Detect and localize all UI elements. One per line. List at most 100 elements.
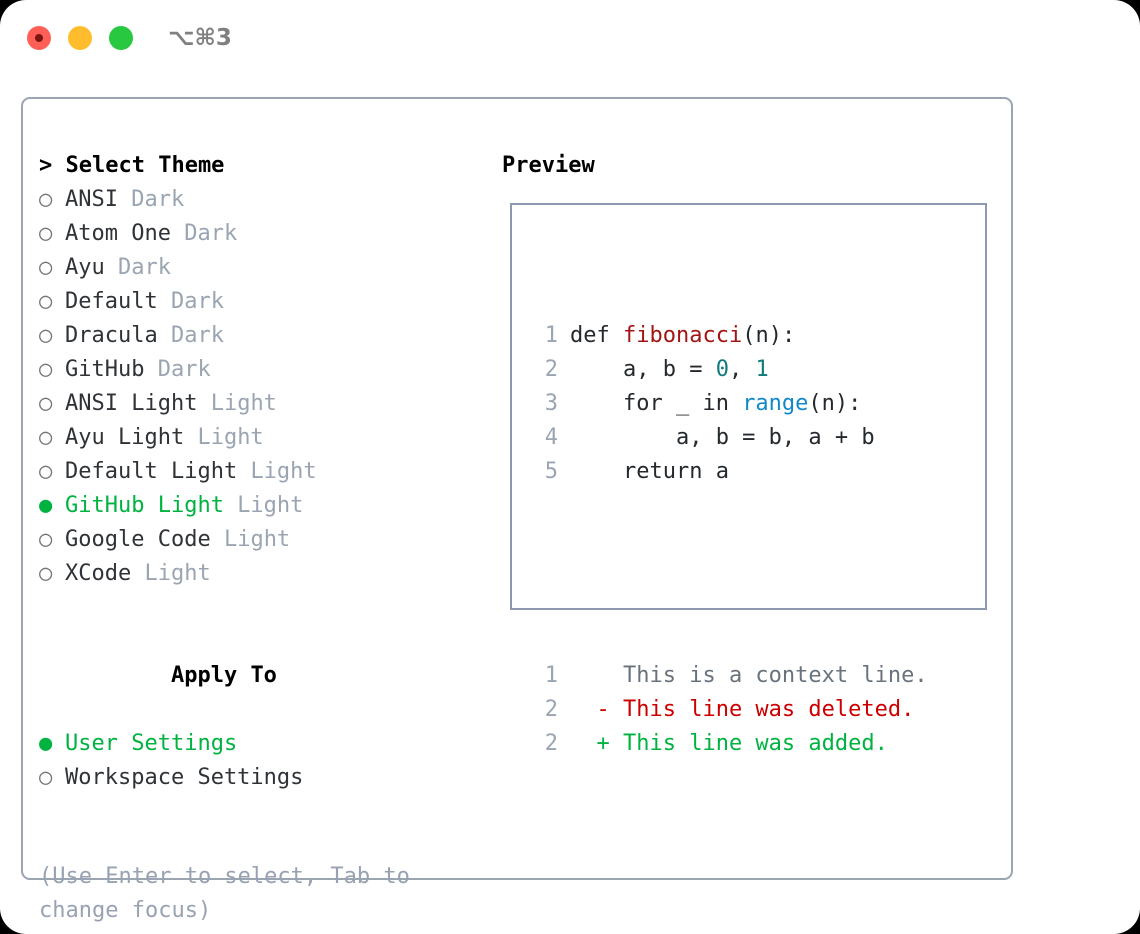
radio-unselected-icon: ○ (39, 221, 53, 246)
theme-option-label: ANSI (65, 187, 132, 212)
theme-option-ayu[interactable]: ○ Ayu Dark (39, 251, 479, 285)
theme-option-default-light[interactable]: ○ Default Light Light (39, 455, 479, 489)
theme-option-github-light[interactable]: ● GitHub Light Light (39, 489, 479, 523)
radio-unselected-icon: ○ (39, 391, 53, 416)
theme-option-category: Dark (170, 289, 224, 314)
code-diff-gap (532, 557, 928, 591)
diff-line-text: - This line was deleted. (570, 697, 915, 722)
code-token-plain: a, b = (570, 357, 716, 382)
code-token-fn: fibonacci (622, 323, 743, 348)
code-token-plain: (n): (808, 391, 862, 416)
diff-line-number: 2 (544, 697, 558, 722)
radio-selected-icon: ● (39, 731, 53, 756)
theme-option-category: Dark (117, 255, 171, 280)
theme-option-xcode[interactable]: ○ XCode Light (39, 557, 479, 591)
radio-unselected-icon: ○ (39, 561, 53, 586)
theme-option-label: Default Light (65, 459, 251, 484)
diff-line-del: 2 - This line was deleted. (532, 693, 928, 727)
apply-to-option-list: ● User Settings ○ Workspace Settings (39, 727, 479, 795)
code-line-number: 4 (544, 425, 558, 450)
code-line: 2 a, b = 0, 1 (532, 353, 928, 387)
theme-option-label: ANSI Light (65, 391, 211, 416)
theme-selection-column: > Select Theme ○ANSI Dark○Atom One Dark○… (39, 149, 479, 795)
theme-option-list: ○ANSI Dark○Atom One Dark○Ayu Dark○Defaul… (39, 183, 479, 591)
apply-to-option-label: Workspace Settings (65, 765, 304, 790)
theme-option-label: GitHub (65, 357, 158, 382)
apply-to-header-indent (145, 659, 171, 693)
code-token-builtin: range (742, 391, 809, 416)
theme-option-category: Dark (170, 323, 224, 348)
radio-unselected-icon: ○ (39, 255, 53, 280)
select-theme-header: > Select Theme (39, 153, 225, 178)
code-line-number: 5 (544, 459, 558, 484)
theme-option-category: Dark (157, 357, 211, 382)
diff-line-text: + This line was added. (570, 731, 888, 756)
theme-option-label: GitHub Light (65, 493, 238, 518)
theme-option-label: Ayu Light (65, 425, 198, 450)
theme-option-default[interactable]: ○Default Dark (39, 285, 479, 319)
theme-option-category: Dark (184, 221, 238, 246)
radio-unselected-icon: ○ (39, 425, 53, 450)
radio-unselected-icon: ○ (39, 323, 53, 348)
theme-option-label: Default (65, 289, 171, 314)
theme-option-category: Dark (131, 187, 185, 212)
code-line: 5 return a (532, 455, 928, 489)
diff-line-number: 1 (544, 663, 558, 688)
title-bar: ⌥⌘3 (0, 0, 1140, 78)
radio-unselected-icon: ○ (39, 765, 53, 790)
code-line-number: 3 (544, 391, 558, 416)
theme-option-label: Ayu (65, 255, 118, 280)
code-token-num: 0 (715, 357, 729, 382)
theme-option-category: Light (144, 561, 211, 586)
theme-option-ayu-light[interactable]: ○ Ayu Light Light (39, 421, 479, 455)
apply-to-option-user-settings[interactable]: ● User Settings (39, 727, 479, 761)
theme-option-dracula[interactable]: ○Dracula Dark (39, 319, 479, 353)
code-token-plain: a, b = b, a + b (570, 425, 875, 450)
theme-option-atom-one[interactable]: ○ Atom One Dark (39, 217, 479, 251)
minimize-window-button[interactable] (68, 26, 92, 50)
theme-option-ansi-light[interactable]: ○ ANSI Light Light (39, 387, 479, 421)
code-token-plain: return a (570, 459, 729, 484)
radio-selected-icon: ● (39, 493, 53, 518)
main-panel: > Select Theme ○ANSI Dark○Atom One Dark○… (21, 97, 1013, 923)
diff-sample: 1 This is a context line.2 - This line w… (532, 659, 928, 761)
radio-unselected-icon: ○ (39, 527, 53, 552)
radio-unselected-icon: ○ (39, 187, 53, 212)
diff-line-number: 2 (544, 731, 558, 756)
list-spacer (39, 591, 479, 625)
keyboard-shortcut-label: ⌥⌘3 (168, 25, 232, 51)
apply-to-header: Apply To (39, 625, 479, 727)
code-line: 4 a, b = b, a + b (532, 421, 928, 455)
theme-option-category: Light (210, 391, 277, 416)
preview-header: Preview (502, 153, 595, 178)
theme-option-label: Atom One (65, 221, 185, 246)
theme-option-github[interactable]: ○GitHub Dark (39, 353, 479, 387)
diff-line-ctx: 1 This is a context line. (532, 659, 928, 693)
theme-option-category: Light (223, 527, 291, 552)
apply-to-option-workspace-settings[interactable]: ○ Workspace Settings (39, 761, 479, 795)
maximize-window-button[interactable] (109, 26, 133, 50)
code-token-plain: (n): (742, 323, 796, 348)
code-token-plain: , (728, 357, 756, 382)
radio-unselected-icon: ○ (39, 459, 53, 484)
theme-option-category: Light (237, 493, 304, 518)
theme-option-category: Light (197, 425, 264, 450)
code-token-num: 1 (755, 357, 769, 382)
diff-line-text: This is a context line. (570, 663, 928, 688)
apply-to-option-label: User Settings (65, 731, 238, 756)
theme-option-category: Light (250, 459, 317, 484)
theme-option-label: XCode (65, 561, 145, 586)
diff-line-add: 2 + This line was added. (532, 727, 928, 761)
code-token-plain: for _ in (570, 391, 743, 416)
keyboard-hint-text: (Use Enter to select, Tab to change focu… (39, 864, 410, 923)
theme-option-ansi[interactable]: ○ ANSI Dark (39, 183, 479, 217)
close-window-button[interactable] (27, 26, 51, 50)
theme-option-label: Google Code (65, 527, 224, 552)
theme-option-google-code[interactable]: ○ Google Code Light (39, 523, 479, 557)
code-line-number: 1 (544, 323, 558, 348)
